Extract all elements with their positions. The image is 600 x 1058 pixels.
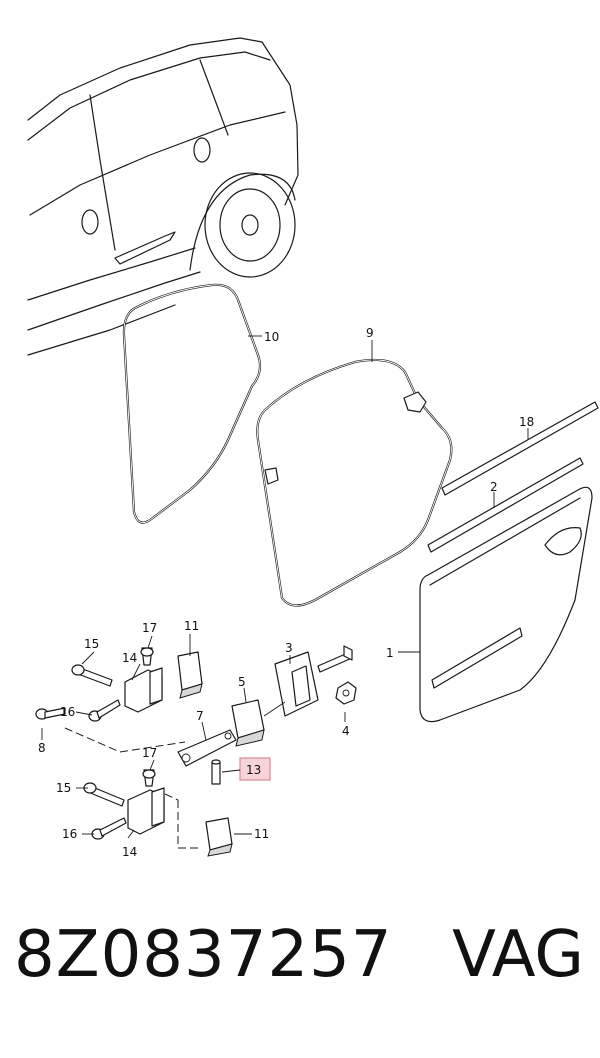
callout-18: 18 bbox=[519, 415, 534, 429]
callout-3: 3 bbox=[285, 641, 293, 655]
callout-2: 2 bbox=[490, 480, 498, 494]
exploded-parts-diagram: 1 2 3 4 5 7 8 9 10 11 11 13 14 14 15 15 … bbox=[27, 37, 599, 859]
rear-door-1 bbox=[398, 486, 593, 723]
callout-17-lower: 17 bbox=[142, 746, 157, 760]
callout-15-upper: 15 bbox=[84, 637, 99, 651]
callout-13: 13 bbox=[246, 763, 261, 777]
trim-strips-18-2 bbox=[427, 401, 599, 553]
part-number: 8Z0837257 bbox=[14, 918, 393, 992]
hinge-assembly bbox=[35, 647, 233, 857]
callout-9: 9 bbox=[366, 326, 374, 340]
callout-17-upper: 17 bbox=[142, 621, 157, 635]
door-seal-9 bbox=[256, 340, 453, 607]
callout-11-upper: 11 bbox=[184, 619, 199, 633]
callout-15-lower: 15 bbox=[56, 781, 71, 795]
callout-11-lower: 11 bbox=[254, 827, 269, 841]
callout-10: 10 bbox=[264, 330, 279, 344]
callout-5: 5 bbox=[238, 675, 246, 689]
callout-7: 7 bbox=[196, 709, 204, 723]
callout-labels: 1 2 3 4 5 7 8 9 10 11 11 13 14 14 15 15 … bbox=[38, 326, 534, 859]
callout-14-upper: 14 bbox=[122, 651, 137, 665]
callout-16-upper: 16 bbox=[60, 705, 75, 719]
callout-4: 4 bbox=[342, 724, 350, 738]
part-13-highlight bbox=[239, 757, 271, 781]
car-body-outline bbox=[27, 37, 299, 356]
footer: 8Z0837257 VAG bbox=[0, 918, 600, 1028]
leader-lines bbox=[41, 634, 346, 839]
callout-14-lower: 14 bbox=[122, 845, 137, 859]
callout-16-lower: 16 bbox=[62, 827, 77, 841]
callout-1: 1 bbox=[386, 646, 394, 660]
door-check-assembly bbox=[177, 645, 357, 785]
window-seal-10 bbox=[122, 283, 262, 524]
callout-8: 8 bbox=[38, 741, 46, 755]
brand-label: VAG bbox=[452, 918, 584, 992]
